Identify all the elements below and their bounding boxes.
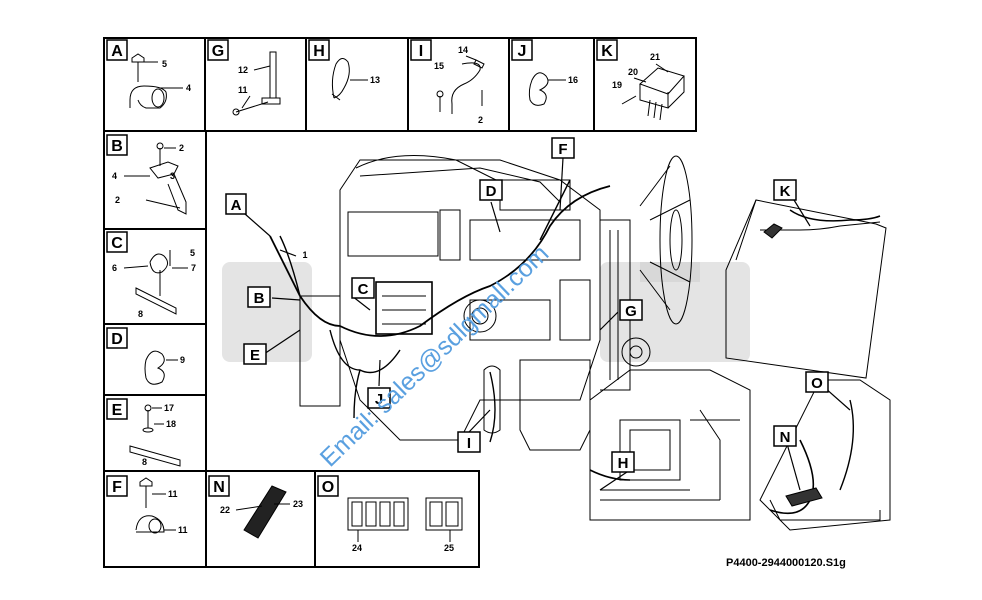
callout-C: C bbox=[358, 281, 369, 298]
panel-F-clamp-drawing bbox=[135, 477, 176, 534]
panel-K-letter: K bbox=[601, 43, 613, 60]
cab-no-view-drawing bbox=[759, 379, 891, 531]
callout-H: H bbox=[618, 455, 629, 472]
part-number: 11 bbox=[238, 85, 248, 95]
background-logo-watermark bbox=[222, 262, 750, 362]
part-number: 13 bbox=[370, 75, 380, 85]
panel-C-clamp-drawing bbox=[123, 250, 188, 315]
engine-assembly-drawing bbox=[269, 155, 693, 451]
panel-O-letter: O bbox=[322, 479, 334, 496]
part-number: 5 bbox=[190, 248, 195, 258]
email-watermark: Email: sales@sdlgmall.com bbox=[315, 240, 555, 473]
panel-letter-boxes bbox=[106, 39, 618, 497]
panel-grid bbox=[103, 37, 697, 568]
panel-O-switch-drawing bbox=[347, 497, 463, 542]
part-number: 3 bbox=[170, 171, 175, 181]
cab-k-view-drawing bbox=[725, 199, 887, 379]
panel-A-letter: A bbox=[111, 43, 123, 60]
panel-J-loop-drawing bbox=[528, 72, 566, 106]
callout-O: O bbox=[811, 375, 823, 392]
part-number: 6 bbox=[112, 263, 117, 273]
panel-F-letter: F bbox=[112, 479, 122, 496]
panel-N-letter: N bbox=[213, 479, 225, 496]
part-number: 2 bbox=[115, 195, 120, 205]
callout-G: G bbox=[625, 303, 637, 320]
panel-I-sensor-drawing bbox=[436, 55, 485, 114]
panel-E-letter: E bbox=[112, 402, 123, 419]
panel-A-clamp-drawing bbox=[129, 53, 183, 109]
callout-A: A bbox=[231, 197, 242, 214]
part-number: 14 bbox=[458, 45, 468, 55]
part-number: 8 bbox=[138, 309, 143, 319]
panel-B-bracket-drawing bbox=[124, 142, 187, 215]
panel-J-letter: J bbox=[518, 43, 527, 60]
part-number: 4 bbox=[186, 83, 191, 93]
callout-E: E bbox=[250, 347, 260, 364]
callout-B: B bbox=[254, 290, 265, 307]
callout-boxes bbox=[225, 137, 829, 473]
callout-J: J bbox=[375, 391, 383, 408]
callout-K: K bbox=[780, 183, 791, 200]
panel-detail-drawings bbox=[123, 51, 685, 542]
part-number: 25 bbox=[444, 543, 454, 553]
panel-I-letter: I bbox=[419, 43, 423, 60]
part-number: 18 bbox=[166, 419, 176, 429]
callout-N: N bbox=[780, 429, 791, 446]
panel-E-strap-drawing bbox=[129, 404, 181, 467]
part-number: 16 bbox=[568, 75, 578, 85]
part-number: 22 bbox=[220, 505, 230, 515]
part-number: 2 bbox=[179, 143, 184, 153]
panel-K-relay-drawing bbox=[621, 63, 685, 121]
callout-D: D bbox=[486, 183, 497, 200]
panel-B-letter: B bbox=[111, 138, 123, 155]
panel-part-numbers: 5 4 12 11 13 14 15 2 16 21 20 19 2 4 3 2… bbox=[112, 45, 660, 553]
part-number: 5 bbox=[162, 59, 167, 69]
callout-F: F bbox=[558, 141, 567, 158]
part-number: 17 bbox=[164, 403, 174, 413]
panel-G-bracket-drawing bbox=[232, 51, 281, 116]
callout-I: I bbox=[467, 435, 471, 452]
panel-D-letter: D bbox=[111, 331, 123, 348]
part-number: 15 bbox=[434, 61, 444, 71]
panel-C-letter: C bbox=[111, 235, 123, 252]
panel-H-letter: H bbox=[313, 43, 325, 60]
panel-G-letter: G bbox=[212, 43, 224, 60]
part-number: 23 bbox=[293, 499, 303, 509]
panel-letters: A G H I J K B C D E F N O bbox=[111, 43, 613, 496]
panel-N-pedal-drawing bbox=[235, 485, 290, 539]
part-number: 11 bbox=[178, 525, 188, 535]
part-number: 12 bbox=[238, 65, 248, 75]
callout-labels: A B C D E F G H I J K N O 1 bbox=[231, 141, 824, 472]
part-number: 11 bbox=[168, 489, 178, 499]
part-number: 8 bbox=[142, 457, 147, 467]
part-number: 24 bbox=[352, 543, 362, 553]
part-number: 9 bbox=[180, 355, 185, 365]
part-number: 20 bbox=[628, 67, 638, 77]
part-number: 7 bbox=[191, 263, 196, 273]
part-number: 19 bbox=[612, 80, 622, 90]
panel-D-loop-drawing bbox=[144, 350, 178, 385]
panel-H-tie-drawing bbox=[331, 58, 368, 101]
callout-part-1: 1 bbox=[302, 250, 307, 260]
part-number: 21 bbox=[650, 52, 660, 62]
drawing-reference: P4400-2944000120.S1g bbox=[726, 557, 846, 569]
cab-h-view-drawing bbox=[589, 369, 751, 521]
part-number: 4 bbox=[112, 171, 117, 181]
part-number: 2 bbox=[478, 115, 483, 125]
callout-leaders bbox=[244, 157, 851, 491]
